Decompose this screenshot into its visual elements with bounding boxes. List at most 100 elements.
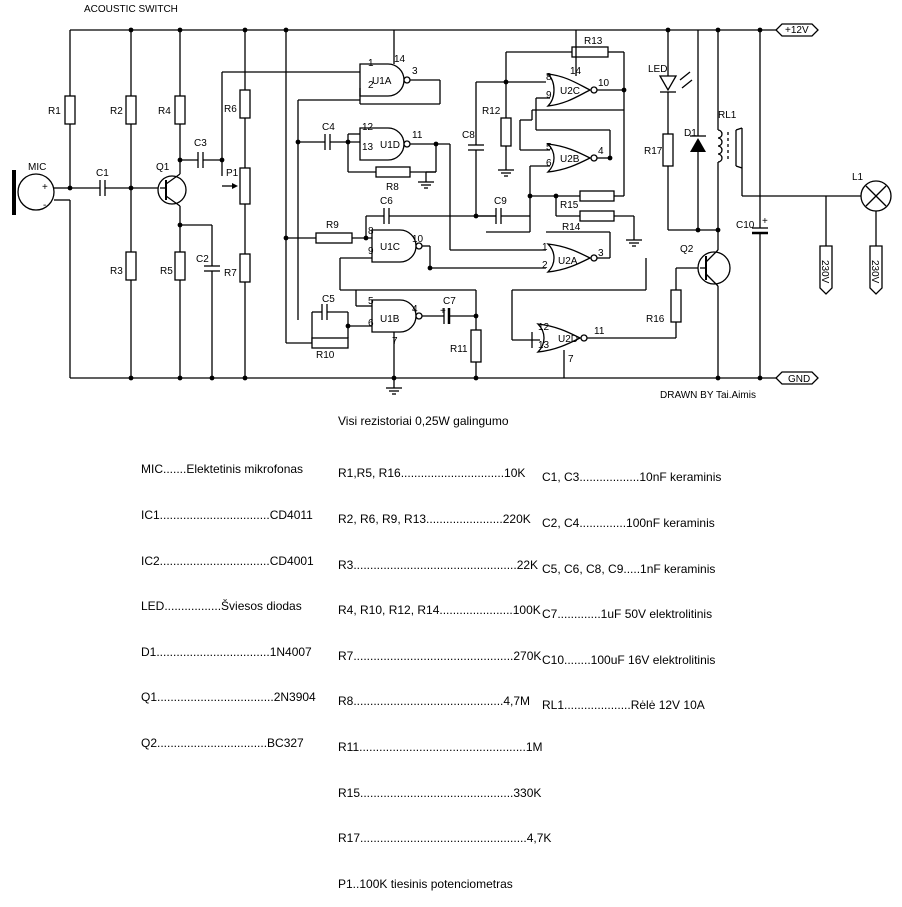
- resistor-r5: [174, 251, 186, 281]
- svg-text:3: 3: [412, 66, 418, 77]
- transistor-q2: Q2: [680, 244, 731, 287]
- svg-text:6: 6: [546, 158, 552, 169]
- gate-u2c: U2C 8 9 10 14: [546, 66, 610, 107]
- svg-text:R3: R3: [110, 266, 123, 277]
- svg-text:R8: R8: [386, 182, 399, 193]
- svg-text:R16: R16: [646, 314, 665, 325]
- svg-text:5: 5: [368, 296, 374, 307]
- svg-text:230V: 230V: [819, 260, 830, 284]
- resistors-list-item: R2, R6, R9, R13.......................22…: [338, 512, 531, 526]
- svg-text:R10: R10: [316, 350, 335, 361]
- svg-text:Q2: Q2: [680, 244, 694, 255]
- potentiometer-p1: [239, 167, 251, 205]
- svg-text:2: 2: [542, 260, 548, 271]
- svg-text:2: 2: [368, 80, 374, 91]
- gate-u2a: U2A 1 2 3: [542, 242, 604, 273]
- svg-text:GND: GND: [788, 374, 810, 385]
- parts-list-item: IC1.................................CD40…: [141, 508, 313, 522]
- resistor-r15: [579, 190, 615, 202]
- resistor-r12: [500, 117, 512, 147]
- svg-text:U1D: U1D: [380, 140, 400, 151]
- svg-text:6: 6: [368, 318, 374, 329]
- svg-text:LED: LED: [648, 64, 667, 75]
- svg-text:R14: R14: [562, 222, 581, 233]
- gate-u2b: U2B 5 6 4: [546, 142, 604, 173]
- capacitors-list-item: C5, C6, C8, C9.....1nF keraminis: [542, 561, 716, 576]
- resistor-r8: [375, 166, 411, 178]
- gate-u1d: U1D 12 13 11: [359, 122, 423, 161]
- resistor-r1: [64, 95, 76, 125]
- capacitors-list-item: C7.............1uF 50V elektrolitinis: [542, 607, 713, 622]
- svg-text:8: 8: [546, 72, 552, 83]
- drawn-by-credit: DRAWN BY Tai.Aimis: [660, 390, 756, 401]
- svg-text:11: 11: [412, 130, 423, 141]
- capacitors-list-item: C2, C4..............100nF keraminis: [542, 516, 715, 530]
- svg-text:R12: R12: [482, 106, 501, 117]
- svg-text:+: +: [762, 216, 768, 227]
- svg-text:R13: R13: [584, 36, 603, 47]
- resistors-list-item: R1,R5, R16..............................…: [338, 466, 526, 481]
- svg-text:C4: C4: [322, 122, 335, 133]
- svg-text:-: -: [43, 200, 46, 211]
- svg-text:C1: C1: [96, 168, 109, 179]
- svg-text:R1: R1: [48, 106, 61, 117]
- parts-list-item: MIC.......Elektetinis mikrofonas: [141, 462, 304, 477]
- gnd-rail: GND: [70, 371, 819, 385]
- svg-text:C8: C8: [462, 130, 475, 141]
- svg-text:R11: R11: [450, 344, 468, 355]
- svg-text:R2: R2: [110, 106, 123, 117]
- resistor-note: Visi rezistoriai 0,25W galingumo: [338, 414, 509, 428]
- svg-text:13: 13: [362, 142, 374, 153]
- gate-u1b: U1B 5 6 4 7: [368, 296, 423, 347]
- svg-text:8: 8: [368, 226, 374, 237]
- svg-text:C5: C5: [322, 294, 335, 305]
- svg-text:U2D: U2D: [558, 334, 578, 345]
- svg-text:R7: R7: [224, 268, 237, 279]
- svg-text:+12V: +12V: [785, 25, 809, 36]
- svg-text:7: 7: [392, 336, 398, 347]
- resistors-list-item: R8......................................…: [338, 694, 531, 709]
- svg-text:9: 9: [546, 90, 552, 101]
- svg-text:10: 10: [598, 78, 610, 89]
- resistor-r9: [315, 232, 353, 244]
- parts-list-item: Q2.................................BC327: [141, 735, 304, 750]
- svg-text:U2B: U2B: [560, 154, 580, 165]
- resistors-list-item: P1..100K tiesinis potenciometras: [338, 876, 513, 891]
- parts-list-item: LED.................Šviesos diodas: [141, 599, 302, 614]
- resistor-r14: [579, 210, 615, 222]
- capacitors-list-item: RL1....................Rėlė 12V 10A: [542, 698, 705, 713]
- resistors-list-item: R7......................................…: [338, 648, 542, 663]
- svg-text:U2A: U2A: [558, 256, 578, 267]
- parts-list-item: IC2.................................CD40…: [141, 553, 314, 568]
- resistor-r13: [571, 46, 609, 58]
- svg-text:C3: C3: [194, 138, 207, 149]
- svg-text:R17: R17: [644, 146, 663, 157]
- gate-u1c: U1C 8 9 10: [368, 226, 424, 263]
- resistors-list-item: R17.....................................…: [338, 831, 552, 846]
- resistor-r3: [125, 251, 137, 281]
- svg-text:1: 1: [368, 58, 374, 69]
- svg-text:R15: R15: [560, 200, 579, 211]
- svg-text:12: 12: [538, 322, 550, 333]
- svg-text:D1: D1: [684, 128, 697, 139]
- parts-list-item: Q1...................................2N3…: [141, 690, 316, 705]
- capacitors-list-item: C10........100uF 16V elektrolitinis: [542, 652, 716, 667]
- resistors-list-item: R3......................................…: [338, 557, 539, 572]
- svg-text:C10: C10: [736, 220, 755, 231]
- svg-text:RL1: RL1: [718, 110, 737, 121]
- svg-text:U2C: U2C: [560, 86, 580, 97]
- microphone: MIC + -: [12, 162, 70, 215]
- resistor-r16: [670, 289, 682, 323]
- svg-text:3: 3: [598, 248, 604, 259]
- svg-text:4: 4: [598, 146, 604, 157]
- capacitors-list-item: C1, C3..................10nF keraminis: [542, 470, 722, 485]
- resistors-list-item: R4, R10, R12, R14......................1…: [338, 603, 541, 618]
- svg-text:230V: 230V: [869, 260, 880, 284]
- resistors-list: R1,R5, R16..............................…: [338, 436, 551, 907]
- svg-text:R4: R4: [158, 106, 171, 117]
- capacitors-list: C1, C3..................10nF keraminis C…: [542, 440, 721, 729]
- svg-text:C6: C6: [380, 196, 393, 207]
- gate-u1a: U1A 1 2 3 14: [359, 54, 418, 97]
- resistor-r4: [174, 95, 186, 125]
- svg-text:U1B: U1B: [380, 314, 400, 325]
